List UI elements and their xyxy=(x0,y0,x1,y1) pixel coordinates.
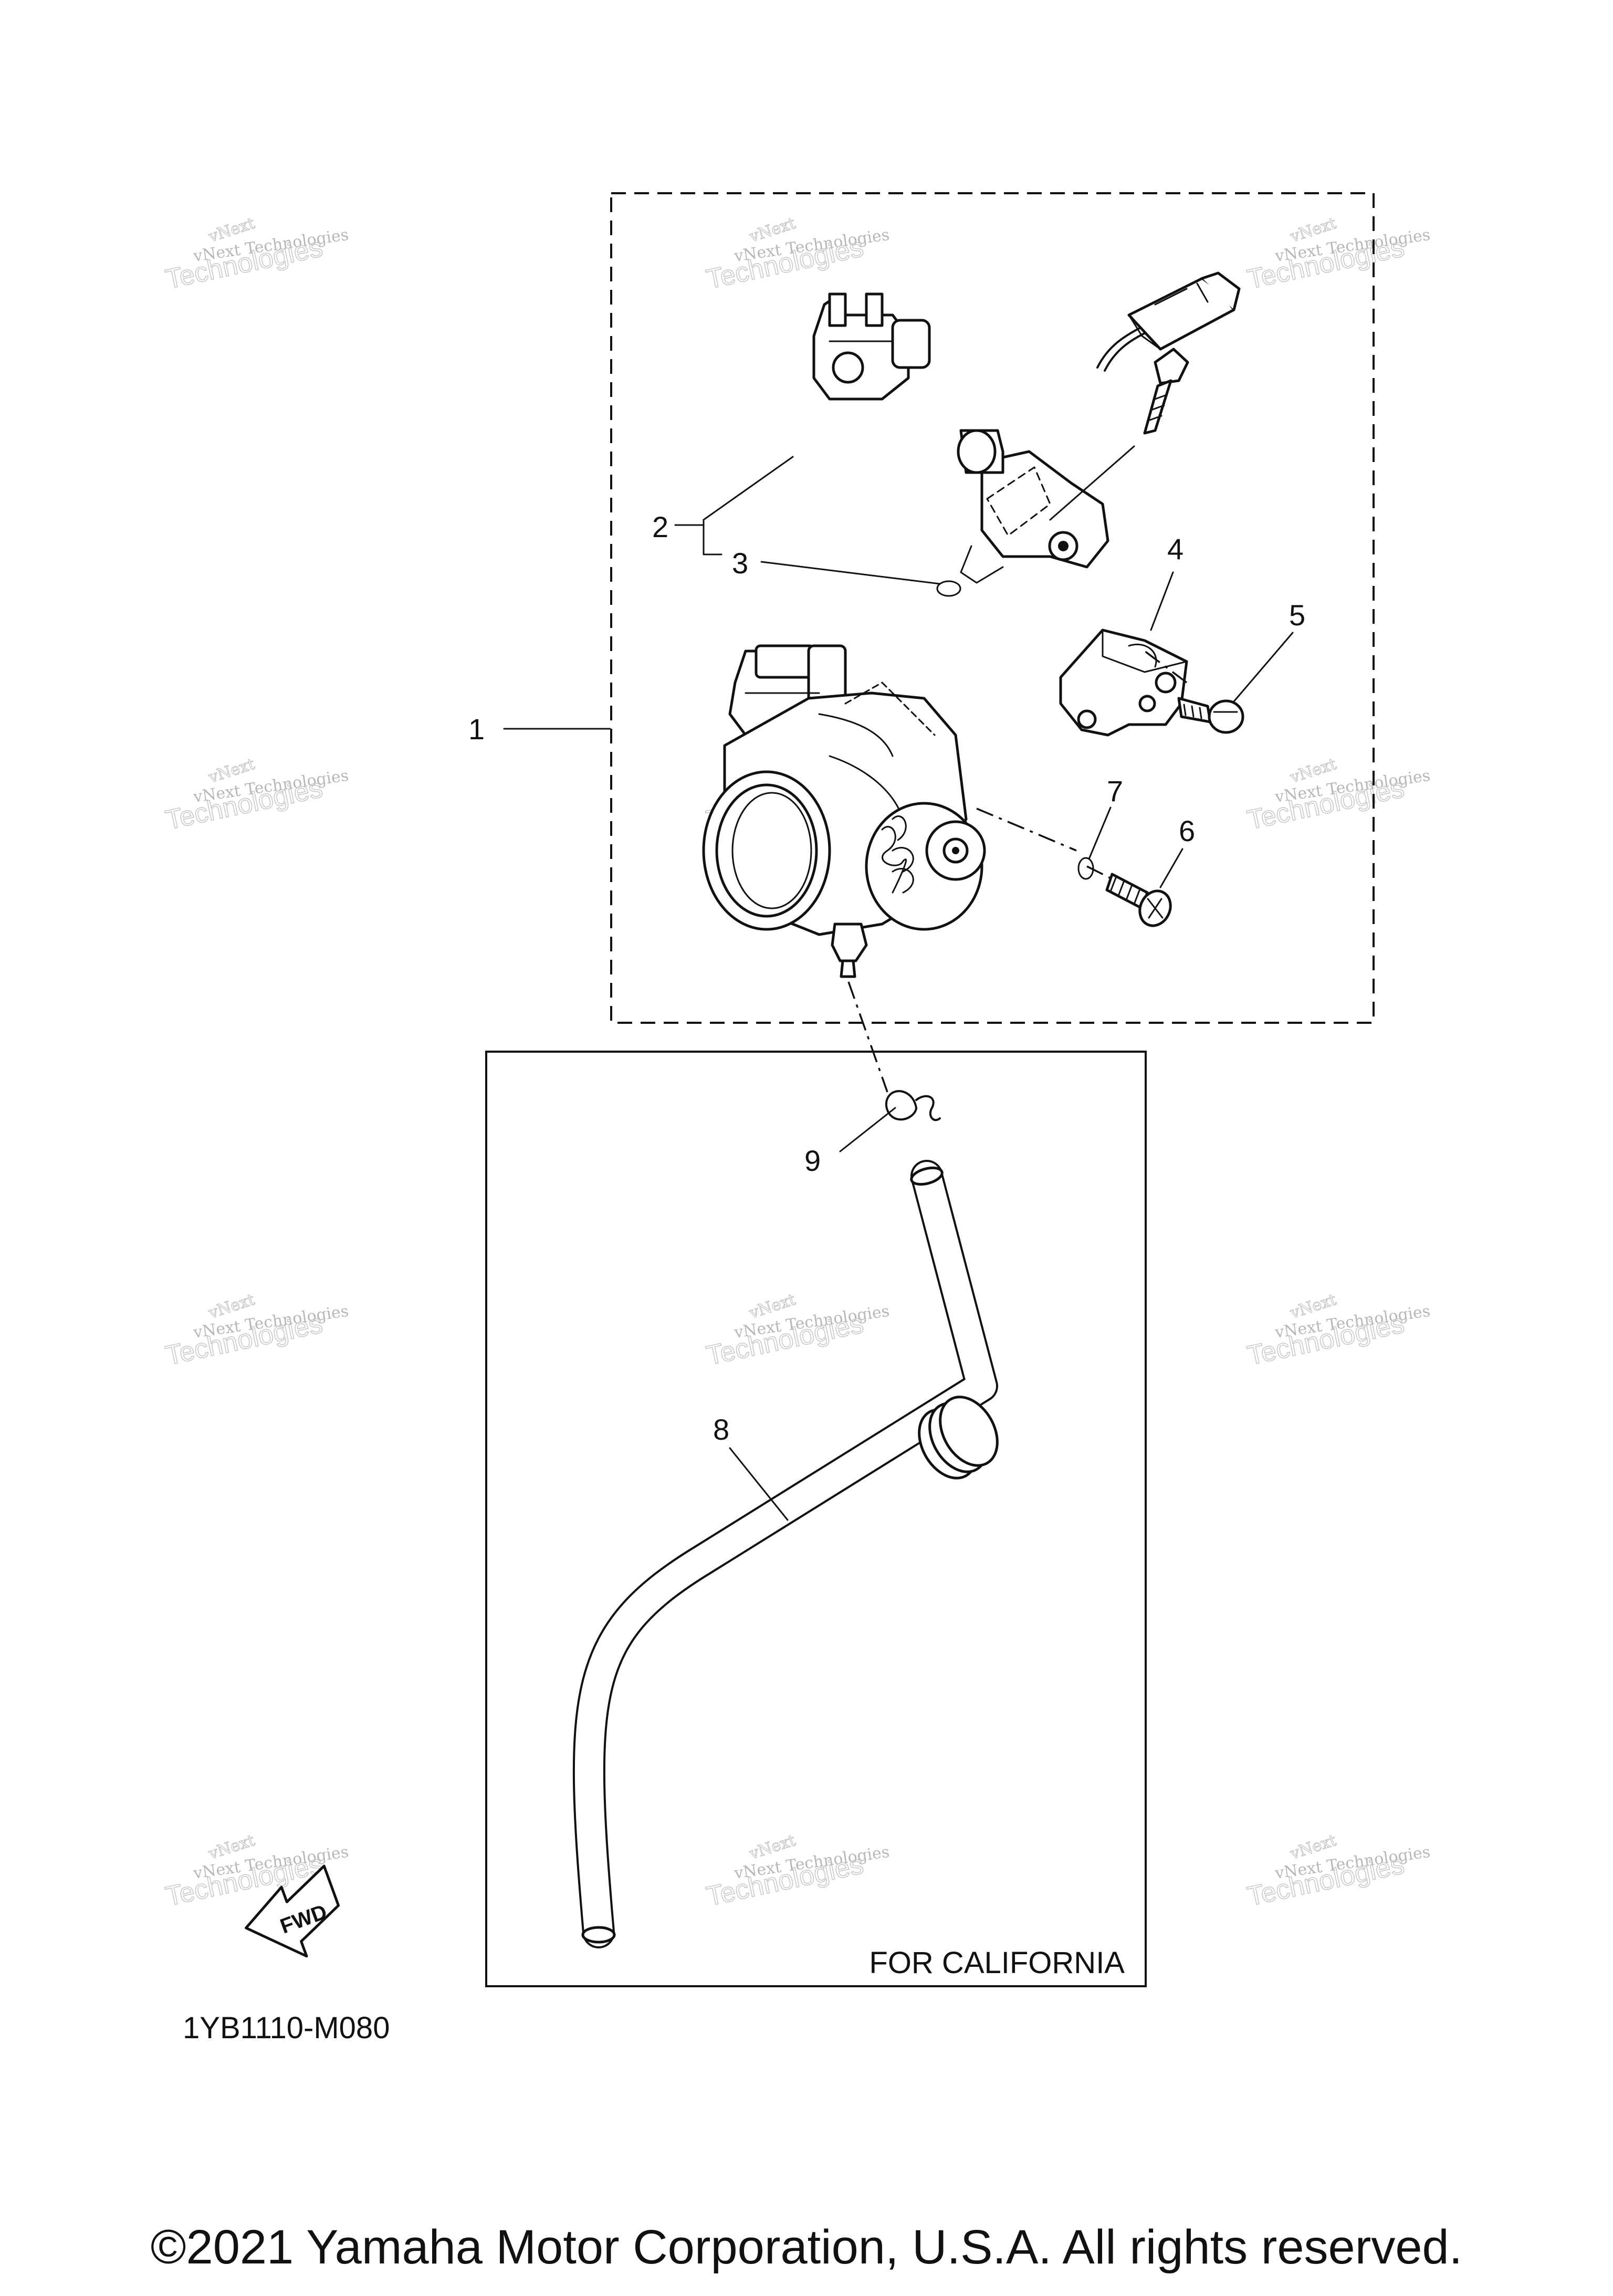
screw-o-ring xyxy=(1077,857,1094,880)
small-connector xyxy=(1127,271,1241,351)
return-spring xyxy=(881,815,914,894)
o-ring xyxy=(936,580,961,597)
throttle-body-assembly-frame xyxy=(610,192,1375,1024)
callout-1: 1 xyxy=(468,712,485,746)
hose-clamp xyxy=(885,1090,941,1121)
callout-3: 3 xyxy=(732,547,748,580)
callouts: 1 2 3 4 5 6 7 8 9 xyxy=(468,510,1305,1446)
copyright-notice: ©2021 Yamaha Motor Corporation, U.S.A. A… xyxy=(150,2220,1463,2274)
large-connector xyxy=(812,292,931,401)
sensor-harness xyxy=(778,271,1241,584)
sensor-body xyxy=(957,429,1109,584)
figure-code: 1YB1110-M080 xyxy=(183,2011,390,2045)
callout-2: 2 xyxy=(652,510,668,543)
vent-hose xyxy=(572,1160,999,1948)
adjust-screw xyxy=(1105,873,1172,927)
california-inset-frame xyxy=(485,1051,1147,1987)
callout-9: 9 xyxy=(804,1144,821,1177)
callout-6: 6 xyxy=(1179,814,1195,847)
bracket xyxy=(1059,628,1188,737)
callout-8: 8 xyxy=(713,1413,729,1446)
inset-caption: FOR CALIFORNIA xyxy=(869,1946,1125,1980)
throttle-body xyxy=(702,644,986,978)
bracket-screw xyxy=(1177,697,1244,734)
callout-7: 7 xyxy=(1107,774,1123,808)
callout-5: 5 xyxy=(1289,599,1305,632)
callout-4: 4 xyxy=(1167,532,1183,565)
leader-lines xyxy=(503,456,1294,1521)
sensor-bolt xyxy=(1143,348,1189,435)
